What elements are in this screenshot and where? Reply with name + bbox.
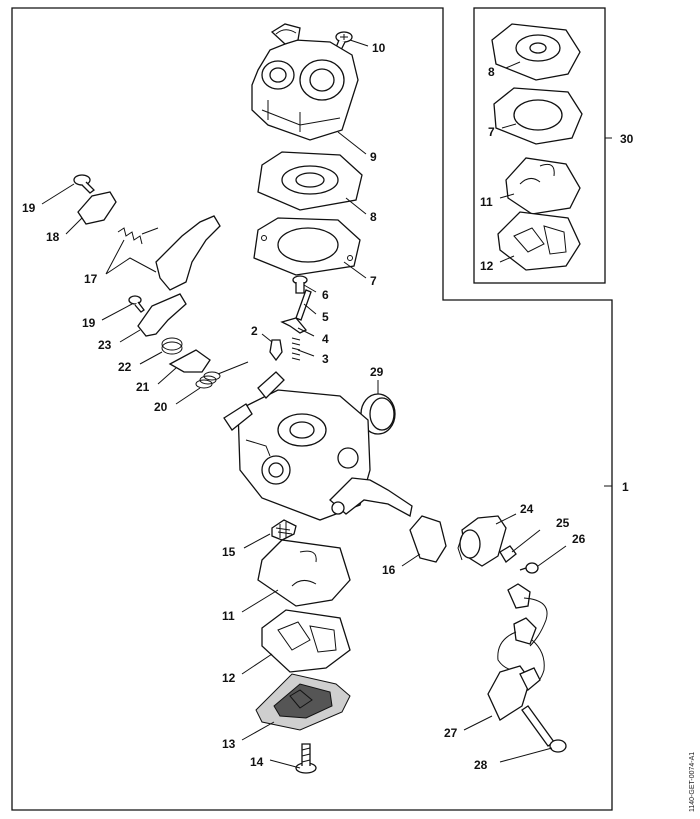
- callout-15: 15: [222, 545, 236, 559]
- callout-12: 12: [222, 671, 236, 685]
- callout-8-kit: 8: [488, 65, 495, 79]
- torsion-spring-icon: [195, 361, 249, 389]
- gasket-icon: [497, 211, 581, 271]
- choke-lever-icon: [137, 293, 187, 337]
- diaphragm-icon: [505, 157, 581, 215]
- callout-20: 20: [154, 400, 168, 414]
- gasket-icon: [493, 87, 583, 145]
- screw-icon: [292, 275, 308, 294]
- leader-lines: [41, 39, 612, 769]
- callout-7: 7: [370, 274, 377, 288]
- reference-code: 1140-GET-0074-A1: [689, 752, 696, 812]
- callout-9: 9: [370, 150, 377, 164]
- lever-icon: [409, 515, 447, 563]
- callout-30: 30: [620, 132, 634, 146]
- callout-22: 22: [118, 360, 132, 374]
- callout-14: 14: [250, 755, 264, 769]
- kit-frame: [473, 7, 606, 284]
- filter-screen-icon: [271, 519, 297, 541]
- callout-27: 27: [444, 726, 458, 740]
- callout-3: 3: [322, 352, 329, 366]
- callout-18: 18: [46, 230, 60, 244]
- callout-23: 23: [98, 338, 112, 352]
- throttle-lever-icon: [155, 215, 221, 291]
- main-frame: [11, 7, 613, 811]
- callout-24: 24: [520, 502, 534, 516]
- carburetor-body-icon: [223, 371, 413, 521]
- pump-cover-icon: [255, 673, 351, 731]
- callout-2: 2: [251, 324, 258, 338]
- gasket-icon: [253, 217, 361, 276]
- spring-icon: [291, 337, 301, 361]
- diaphragm-icon: [257, 539, 351, 607]
- callout-7-kit: 7: [488, 125, 495, 139]
- callout-11-kit: 11: [480, 195, 493, 209]
- callout-12-kit: 12: [480, 259, 494, 273]
- diaphragm-icon: [257, 151, 363, 211]
- callout-26: 26: [572, 532, 586, 546]
- screw-icon: [519, 562, 539, 574]
- torsion-spring-icon: [117, 227, 159, 245]
- bolt-icon: [521, 705, 567, 753]
- screw-icon: [295, 743, 317, 774]
- screw-icon: [128, 295, 145, 313]
- callout-28: 28: [474, 758, 488, 772]
- spring-icon: [161, 337, 183, 351]
- diaphragm-icon: [491, 23, 581, 81]
- callout-6: 6: [322, 288, 329, 302]
- gasket-icon: [261, 609, 351, 673]
- callout-8: 8: [370, 210, 377, 224]
- wiring-harness-icon: [487, 583, 548, 721]
- callout-29: 29: [370, 365, 384, 379]
- choke-shaft-icon: [168, 349, 211, 373]
- callout-19-lower: 19: [82, 316, 96, 330]
- cap-icon: [499, 545, 517, 563]
- callout-25: 25: [556, 516, 570, 530]
- screw-icon: [73, 174, 95, 194]
- callout-1: 1: [622, 480, 629, 494]
- pin-icon: [295, 289, 312, 321]
- callout-21: 21: [136, 380, 150, 394]
- callout-16: 16: [382, 563, 396, 577]
- bracket-icon: [77, 191, 117, 225]
- callout-11: 11: [222, 609, 235, 623]
- inlet-needle-icon: [269, 339, 283, 362]
- callout-19: 19: [22, 201, 36, 215]
- callout-4: 4: [322, 332, 329, 346]
- callout-13: 13: [222, 737, 236, 751]
- sealing-ring-icon: [360, 393, 396, 435]
- carburetor-cover-icon: [251, 23, 359, 141]
- adjuster-housing-icon: [457, 515, 507, 567]
- callout-10: 10: [372, 41, 386, 55]
- callout-5: 5: [322, 310, 329, 324]
- callout-17: 17: [84, 272, 98, 286]
